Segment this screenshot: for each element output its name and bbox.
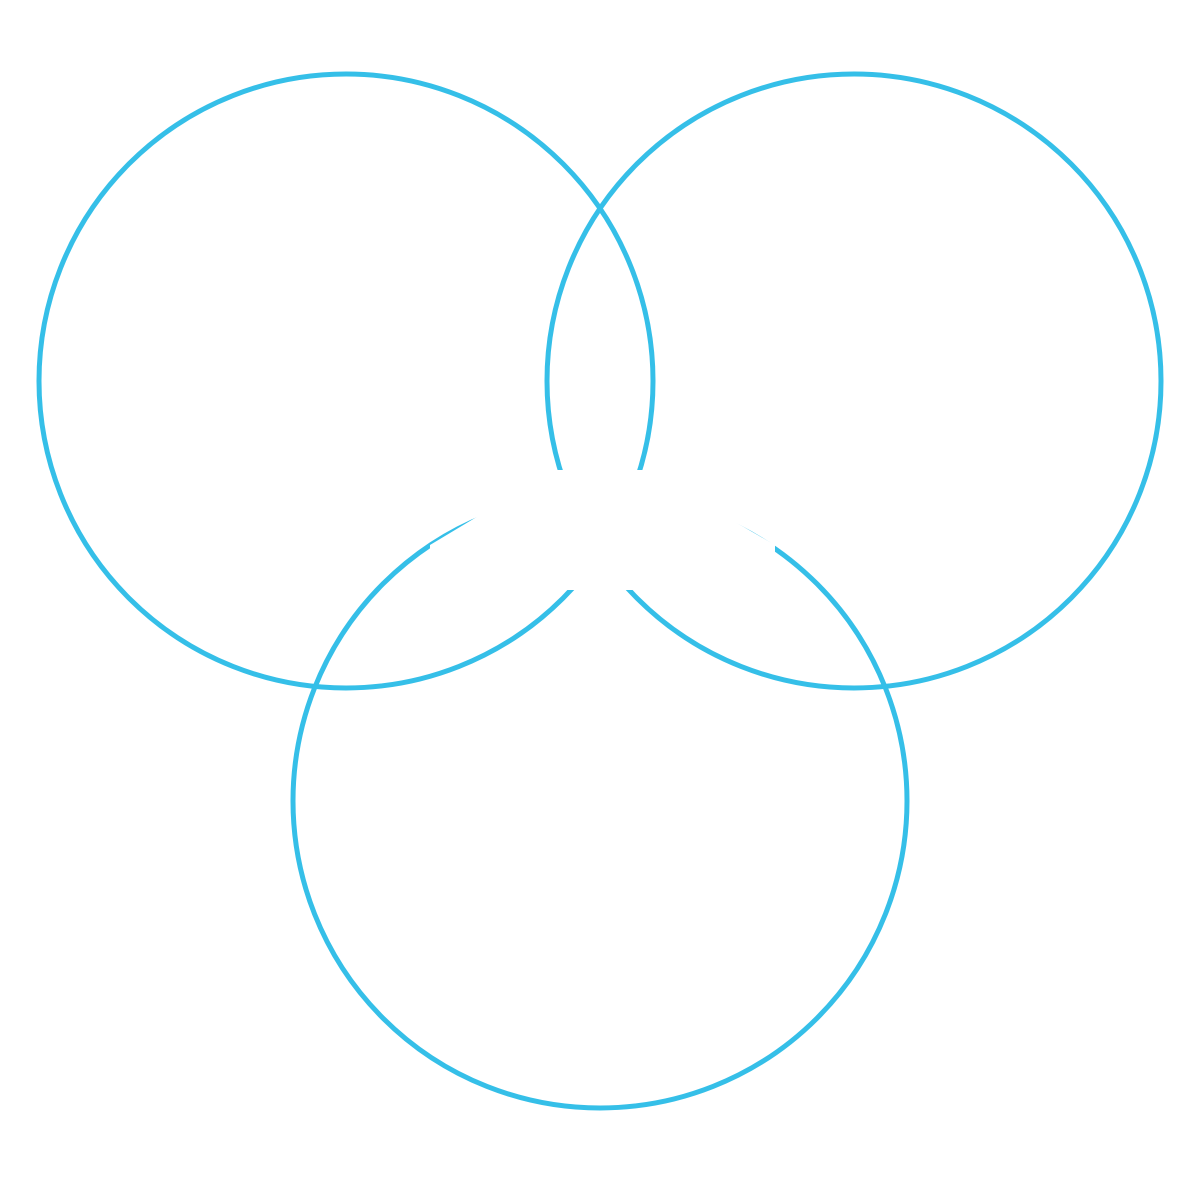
venn-rings <box>36 71 1164 1111</box>
venn-circle-top-left <box>36 71 656 691</box>
venn-circle-bottom <box>290 491 910 1111</box>
venn-circle-top-right <box>544 71 1164 691</box>
